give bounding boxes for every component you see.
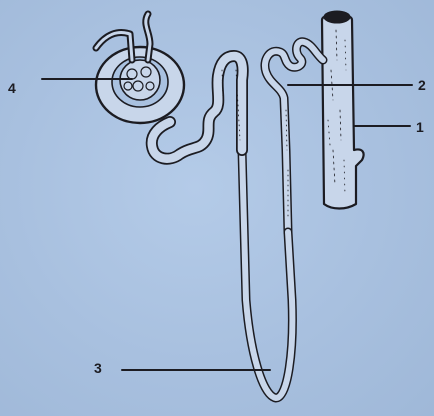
label-collecting-duct: 1	[416, 120, 424, 134]
distal-convoluted-tubule	[265, 42, 323, 232]
label-glomerulus: 4	[8, 81, 16, 95]
label-distal-tubule: 2	[418, 78, 426, 92]
label-loop-of-henle: 3	[94, 361, 102, 375]
collecting-duct	[322, 11, 364, 209]
leader-lines	[42, 79, 412, 370]
